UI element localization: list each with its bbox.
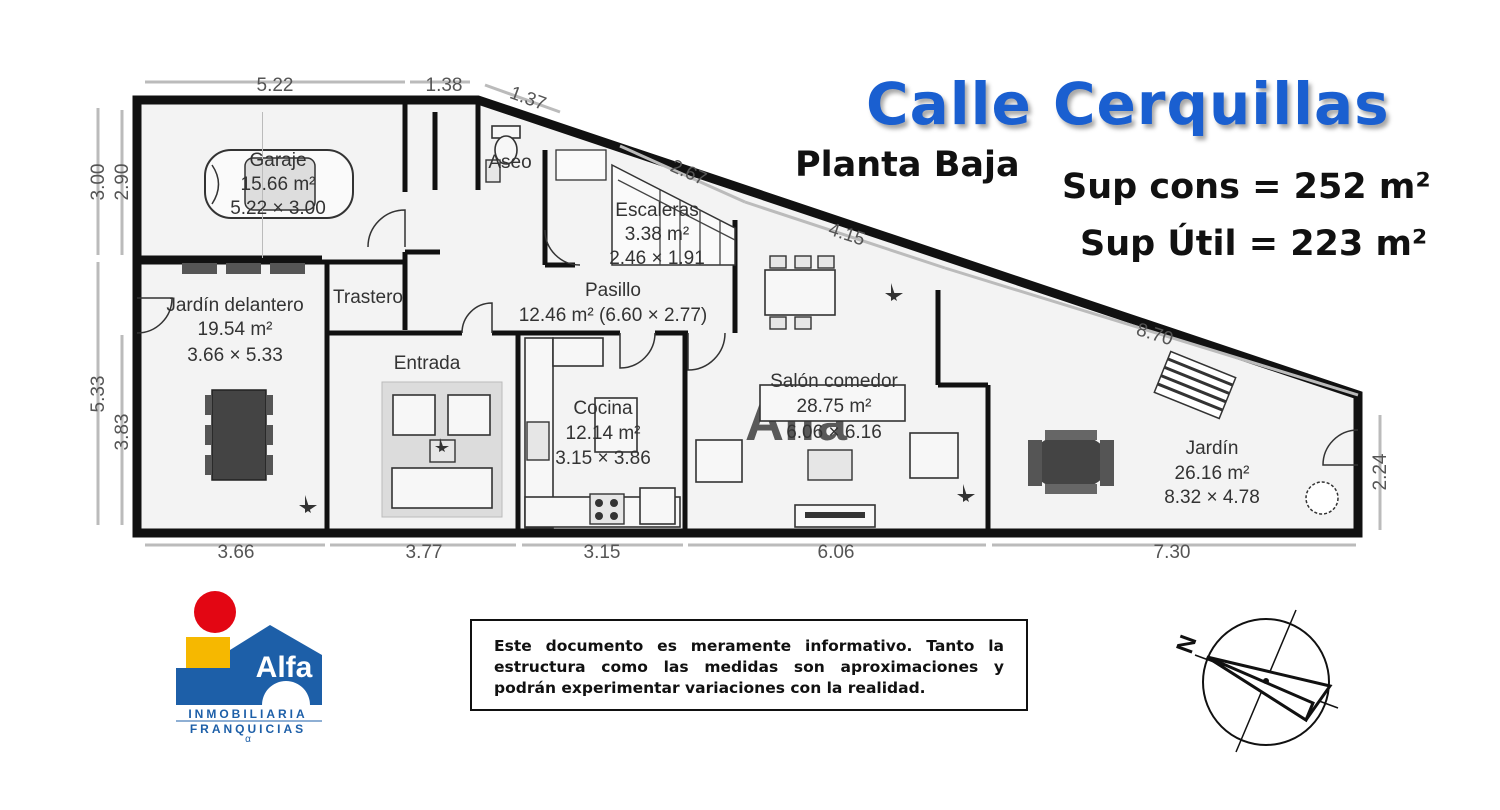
dim-left-inner-bottom: 3.83 bbox=[112, 414, 133, 451]
jardin-delantero-dims: 3.66 × 5.33 bbox=[187, 345, 283, 366]
cocina-dims: 3.15 × 3.86 bbox=[555, 448, 651, 469]
jardin-dims: 8.32 × 4.78 bbox=[1164, 487, 1260, 508]
dim-left-outer-bottom: 5.33 bbox=[88, 376, 109, 413]
interior-walls bbox=[137, 100, 991, 533]
outer-walls bbox=[132, 95, 1363, 538]
trastero-name: Trastero bbox=[333, 287, 403, 308]
plant-icons bbox=[299, 283, 975, 513]
dim-top-garage: 5.22 bbox=[257, 75, 294, 96]
escaleras-name: Escaleras bbox=[615, 200, 698, 221]
escaleras-dims: 2.46 × 1.91 bbox=[609, 248, 705, 269]
dim-right: 2.24 bbox=[1370, 453, 1391, 490]
entrada-name: Entrada bbox=[394, 353, 461, 374]
jardin-delantero-name: Jardín delantero bbox=[166, 295, 303, 316]
dim-top-small: 1.38 bbox=[426, 75, 463, 96]
salon-area: 28.75 m² bbox=[797, 396, 872, 417]
kitchen-counters bbox=[524, 337, 681, 529]
compass-label: N bbox=[1171, 632, 1202, 658]
logo-mark: α bbox=[245, 734, 251, 745]
garaje-dims: 5.22 × 3.00 bbox=[230, 198, 326, 219]
cocina-area: 12.14 m² bbox=[566, 423, 641, 444]
dimension-lines bbox=[96, 80, 1382, 547]
salon-name: Salón comedor bbox=[770, 371, 898, 392]
dim-bottom-3: 3.15 bbox=[584, 542, 621, 563]
dim-bottom-5: 7.30 bbox=[1154, 542, 1191, 563]
dim-bottom-2: 3.77 bbox=[406, 542, 443, 563]
toilet-icon bbox=[485, 125, 521, 183]
logo-line1: INMOBILIARIA bbox=[188, 707, 307, 721]
jardin-delantero-area: 19.54 m² bbox=[198, 319, 273, 340]
jardin-area: 26.16 m² bbox=[1175, 463, 1250, 484]
dim-bottom-1: 3.66 bbox=[218, 542, 255, 563]
aseo-name: Aseo bbox=[488, 152, 531, 173]
cocina-name: Cocina bbox=[573, 398, 633, 419]
dim-left-outer-top: 3.00 bbox=[88, 164, 109, 201]
built-surface: Sup cons = 252 m² bbox=[1062, 167, 1431, 207]
pasillo-area: 12.46 m² (6.60 × 2.77) bbox=[519, 305, 708, 326]
disclaimer-box: Este documento es meramente informativo.… bbox=[470, 619, 1028, 711]
doors bbox=[136, 209, 1359, 466]
salon-dims: 6.06 × 6.16 bbox=[786, 422, 882, 443]
page-title: Calle Cerquillas bbox=[866, 70, 1390, 138]
alfa-logo: Alfa INMOBILIARIA FRANQUICIAS α bbox=[176, 591, 322, 745]
planter-boxes bbox=[182, 263, 305, 274]
outdoor-table bbox=[205, 389, 273, 481]
car-icon bbox=[204, 112, 354, 258]
salon-furniture bbox=[695, 255, 959, 528]
jardin-name: Jardín bbox=[1186, 438, 1239, 459]
room-labels: Garaje 15.66 m² 5.22 × 3.00 Aseo Escaler… bbox=[166, 150, 1259, 508]
garaje-name: Garaje bbox=[249, 150, 306, 171]
page-subtitle: Planta Baja bbox=[795, 145, 1020, 185]
escaleras-area: 3.38 m² bbox=[625, 224, 689, 245]
logo-red-dot bbox=[194, 591, 236, 633]
garaje-area: 15.66 m² bbox=[241, 174, 316, 195]
logo-yellow-block bbox=[186, 637, 230, 669]
pasillo-name: Pasillo bbox=[585, 280, 641, 301]
dim-bottom-4: 6.06 bbox=[818, 542, 855, 563]
stairs-icon bbox=[555, 149, 736, 266]
logo-line2: FRANQUICIAS bbox=[190, 722, 306, 736]
compass-icon: N bbox=[1171, 609, 1339, 753]
garden-furniture bbox=[1028, 350, 1339, 515]
useful-surface: Sup Útil = 223 m² bbox=[1080, 224, 1428, 264]
dim-left-inner-top: 2.90 bbox=[112, 164, 133, 201]
logo-brand: Alfa bbox=[256, 651, 313, 684]
